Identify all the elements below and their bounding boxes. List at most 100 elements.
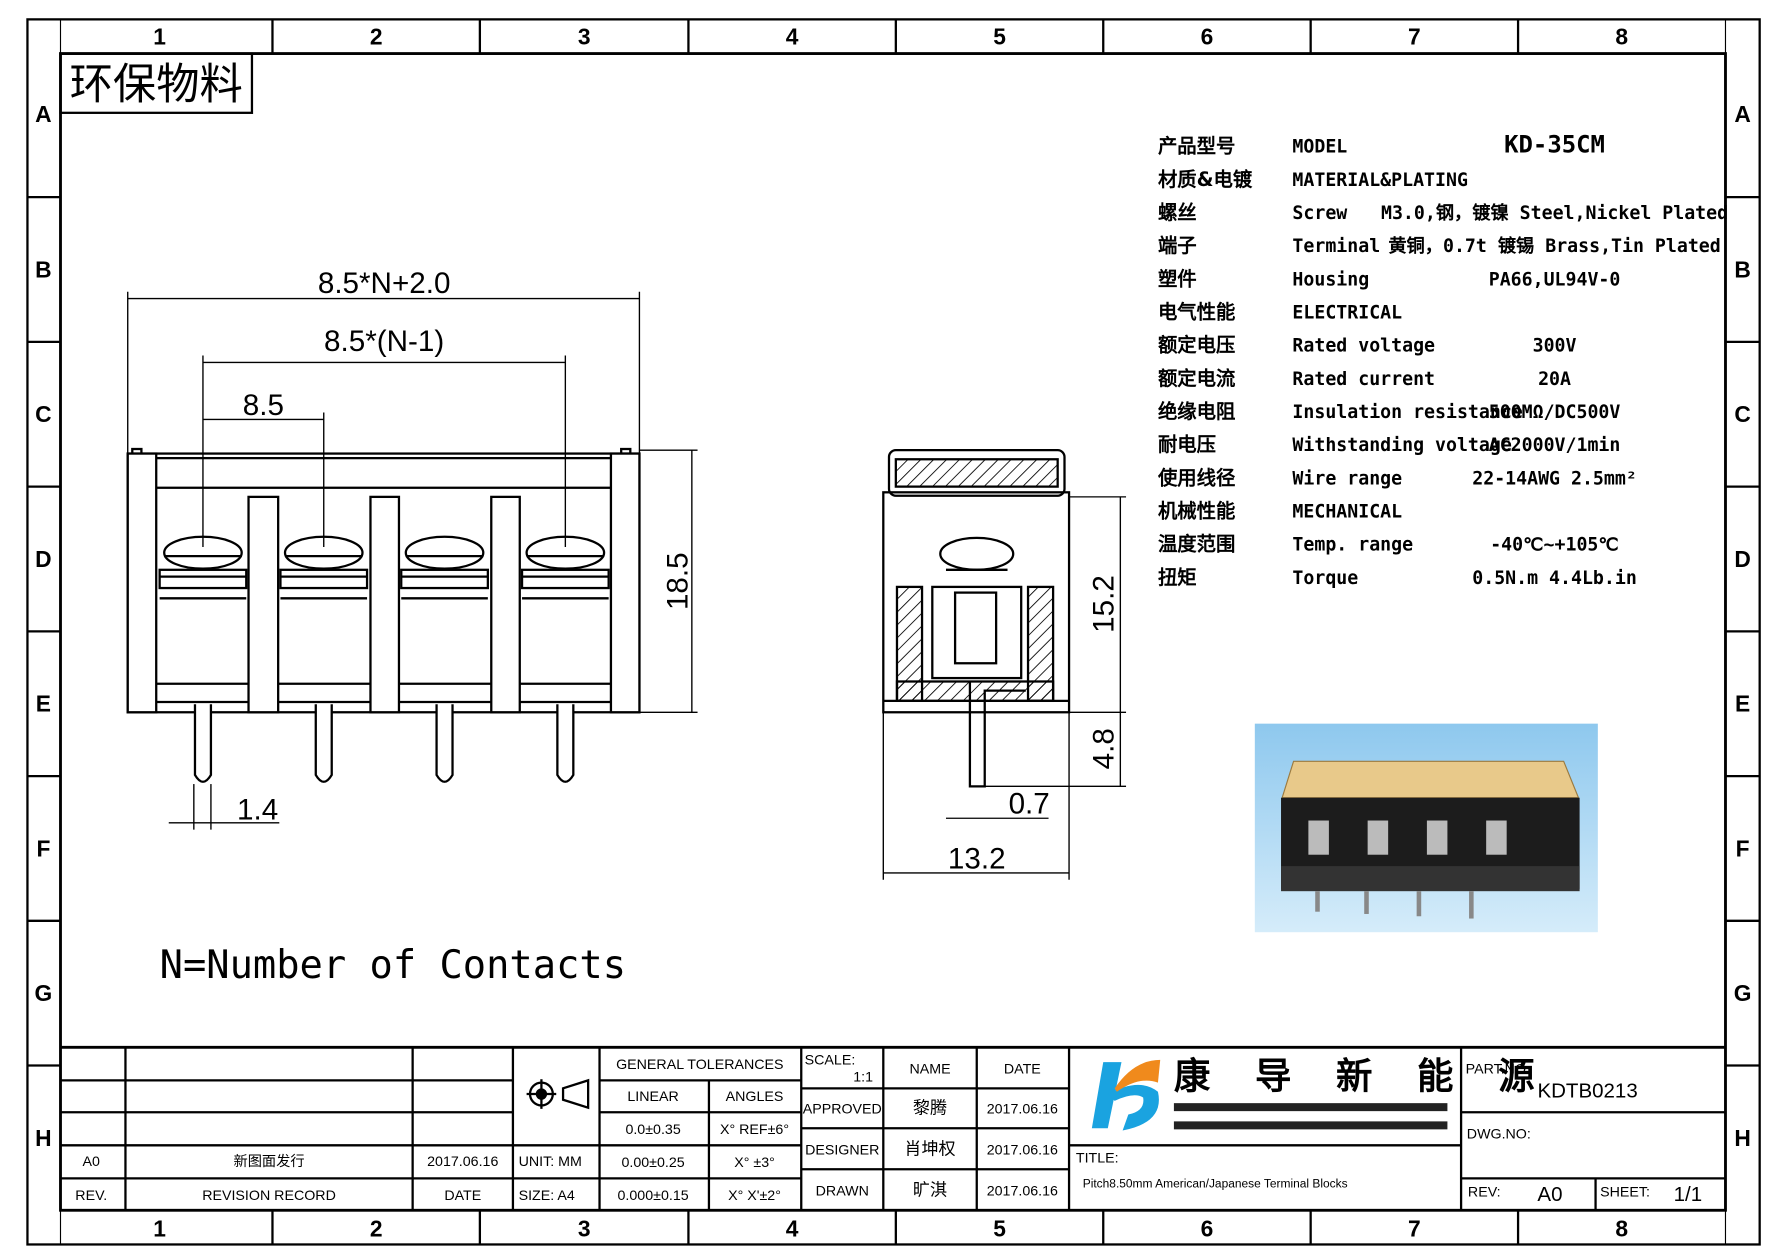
rev-header: REV. (75, 1188, 107, 1204)
dim-pin-length: 4.8 (1088, 728, 1121, 769)
row-marker: B (1734, 256, 1750, 282)
spec-label-cn: 塑件 (1158, 267, 1197, 290)
spec-value: M3.0,钢，镀镍 Steel,Nickel Plated (1381, 202, 1728, 224)
spec-value: KD-35CM (1504, 131, 1605, 159)
column-marker: 2 (370, 23, 383, 49)
spec-label-en: ELECTRICAL (1292, 303, 1402, 324)
role-label: DESIGNER (805, 1142, 879, 1158)
spec-label-en: Insulation resistance (1292, 402, 1522, 423)
column-marker: 8 (1615, 23, 1628, 49)
column-marker: 7 (1408, 23, 1421, 49)
spec-value: 22-14AWG 2.5mm² (1472, 468, 1637, 489)
row-marker: D (35, 546, 51, 572)
dim-pin-thickness: 0.7 (1009, 788, 1050, 821)
row-marker: E (36, 691, 51, 717)
column-marker: 4 (786, 23, 799, 49)
revision-date: 2017.06.16 (427, 1154, 498, 1170)
spec-value: 500MΩ/DC500V (1489, 402, 1621, 423)
spec-label-cn: 额定电压 (1158, 334, 1235, 357)
company-logo: 康 导 新 能 源 (1091, 1054, 1551, 1131)
spec-label-en: Wire range (1292, 468, 1402, 489)
column-marker: 5 (993, 1215, 1006, 1241)
spec-label-cn: 产品型号 (1158, 135, 1235, 158)
sign-date: 2017.06.16 (987, 1142, 1058, 1158)
eco-material-label: 环保物料 (59, 52, 254, 114)
role-label: APPROVED (803, 1101, 882, 1117)
column-marker: 4 (786, 1215, 799, 1241)
sign-date: 2017.06.16 (987, 1183, 1058, 1199)
pin (435, 704, 454, 783)
row-marker: D (1734, 546, 1750, 572)
product-photo (1254, 723, 1598, 933)
row-marker: B (35, 256, 51, 282)
part-no-label: PART.NO: (1466, 1062, 1530, 1078)
column-marker: 7 (1408, 1215, 1421, 1241)
spec-label-cn: 额定电流 (1158, 367, 1236, 390)
linear-tolerance: 0.00±0.25 (621, 1155, 684, 1171)
spec-label-en: Housing (1292, 269, 1369, 290)
column-marker: 2 (370, 1215, 383, 1241)
revision-record: 新图面发行 (233, 1153, 304, 1170)
spec-value: PA66,UL94V-0 (1489, 269, 1621, 290)
spec-label-cn: 扭矩 (1158, 566, 1197, 589)
name-header: NAME (909, 1062, 950, 1078)
spec-label-en: Torque (1292, 568, 1358, 589)
dim-overall-length: 8.5*N+2.0 (318, 267, 451, 300)
column-marker: 3 (578, 1215, 591, 1241)
spec-label-en: MECHANICAL (1292, 502, 1402, 523)
spec-value: -40℃~+105℃ (1490, 535, 1619, 556)
column-marker: 8 (1615, 1215, 1628, 1241)
screw-icon (400, 535, 489, 783)
spec-row: 塑件 Housing PA66,UL94V-0 (1158, 267, 1620, 290)
spec-label-en: MATERIAL&PLATING (1292, 170, 1468, 191)
sheet-label: SHEET: (1600, 1185, 1650, 1201)
pin (556, 704, 575, 783)
angle-tolerance: X° REF±6° (720, 1122, 789, 1138)
linear-tolerance: 0.0±0.35 (625, 1122, 680, 1138)
sheet-value: 1/1 (1674, 1183, 1703, 1206)
record-header: REVISION RECORD (202, 1188, 336, 1204)
screw-icon (158, 535, 248, 783)
barrier (126, 452, 158, 714)
side-view (882, 449, 1071, 788)
barrier (369, 495, 401, 714)
row-marker: G (1734, 980, 1752, 1006)
dim-side-height: 15.2 (1088, 575, 1121, 633)
spec-label-cn: 耐电压 (1158, 433, 1216, 456)
spec-label-en: Terminal (1292, 236, 1380, 257)
front-view (126, 447, 641, 783)
pin (314, 704, 333, 783)
spec-value: 20A (1538, 369, 1571, 390)
column-marker: 1 (153, 1215, 166, 1241)
spec-row: 产品型号 MODEL KD-35CM (1158, 131, 1605, 159)
barrier (247, 495, 280, 714)
drawing-title: Pitch8.50mm American/Japanese Terminal B… (1083, 1176, 1348, 1190)
pin (193, 704, 213, 783)
scale-label: SCALE: (805, 1052, 856, 1068)
row-marker: G (35, 980, 53, 1006)
svg-text:康 导 新 能 源: 康 导 新 能 源 (1174, 1054, 1551, 1097)
role-label: DRAWN (816, 1183, 869, 1199)
angle-tolerance: X° ±3° (734, 1155, 775, 1171)
rev-value: A0 (1537, 1183, 1562, 1206)
spec-label-cn: 温度范围 (1158, 533, 1235, 556)
row-marker: A (35, 101, 51, 127)
spec-label-cn: 绝缘电阻 (1158, 400, 1235, 423)
scale-value: 1:1 (853, 1069, 873, 1085)
front-dimensions (127, 291, 698, 830)
row-marker: C (1734, 401, 1750, 427)
spec-label-en: MODEL (1292, 137, 1347, 158)
spec-value: 300V (1533, 336, 1577, 357)
title-block (60, 1045, 1726, 1211)
angles-header: ANGLES (726, 1089, 784, 1105)
